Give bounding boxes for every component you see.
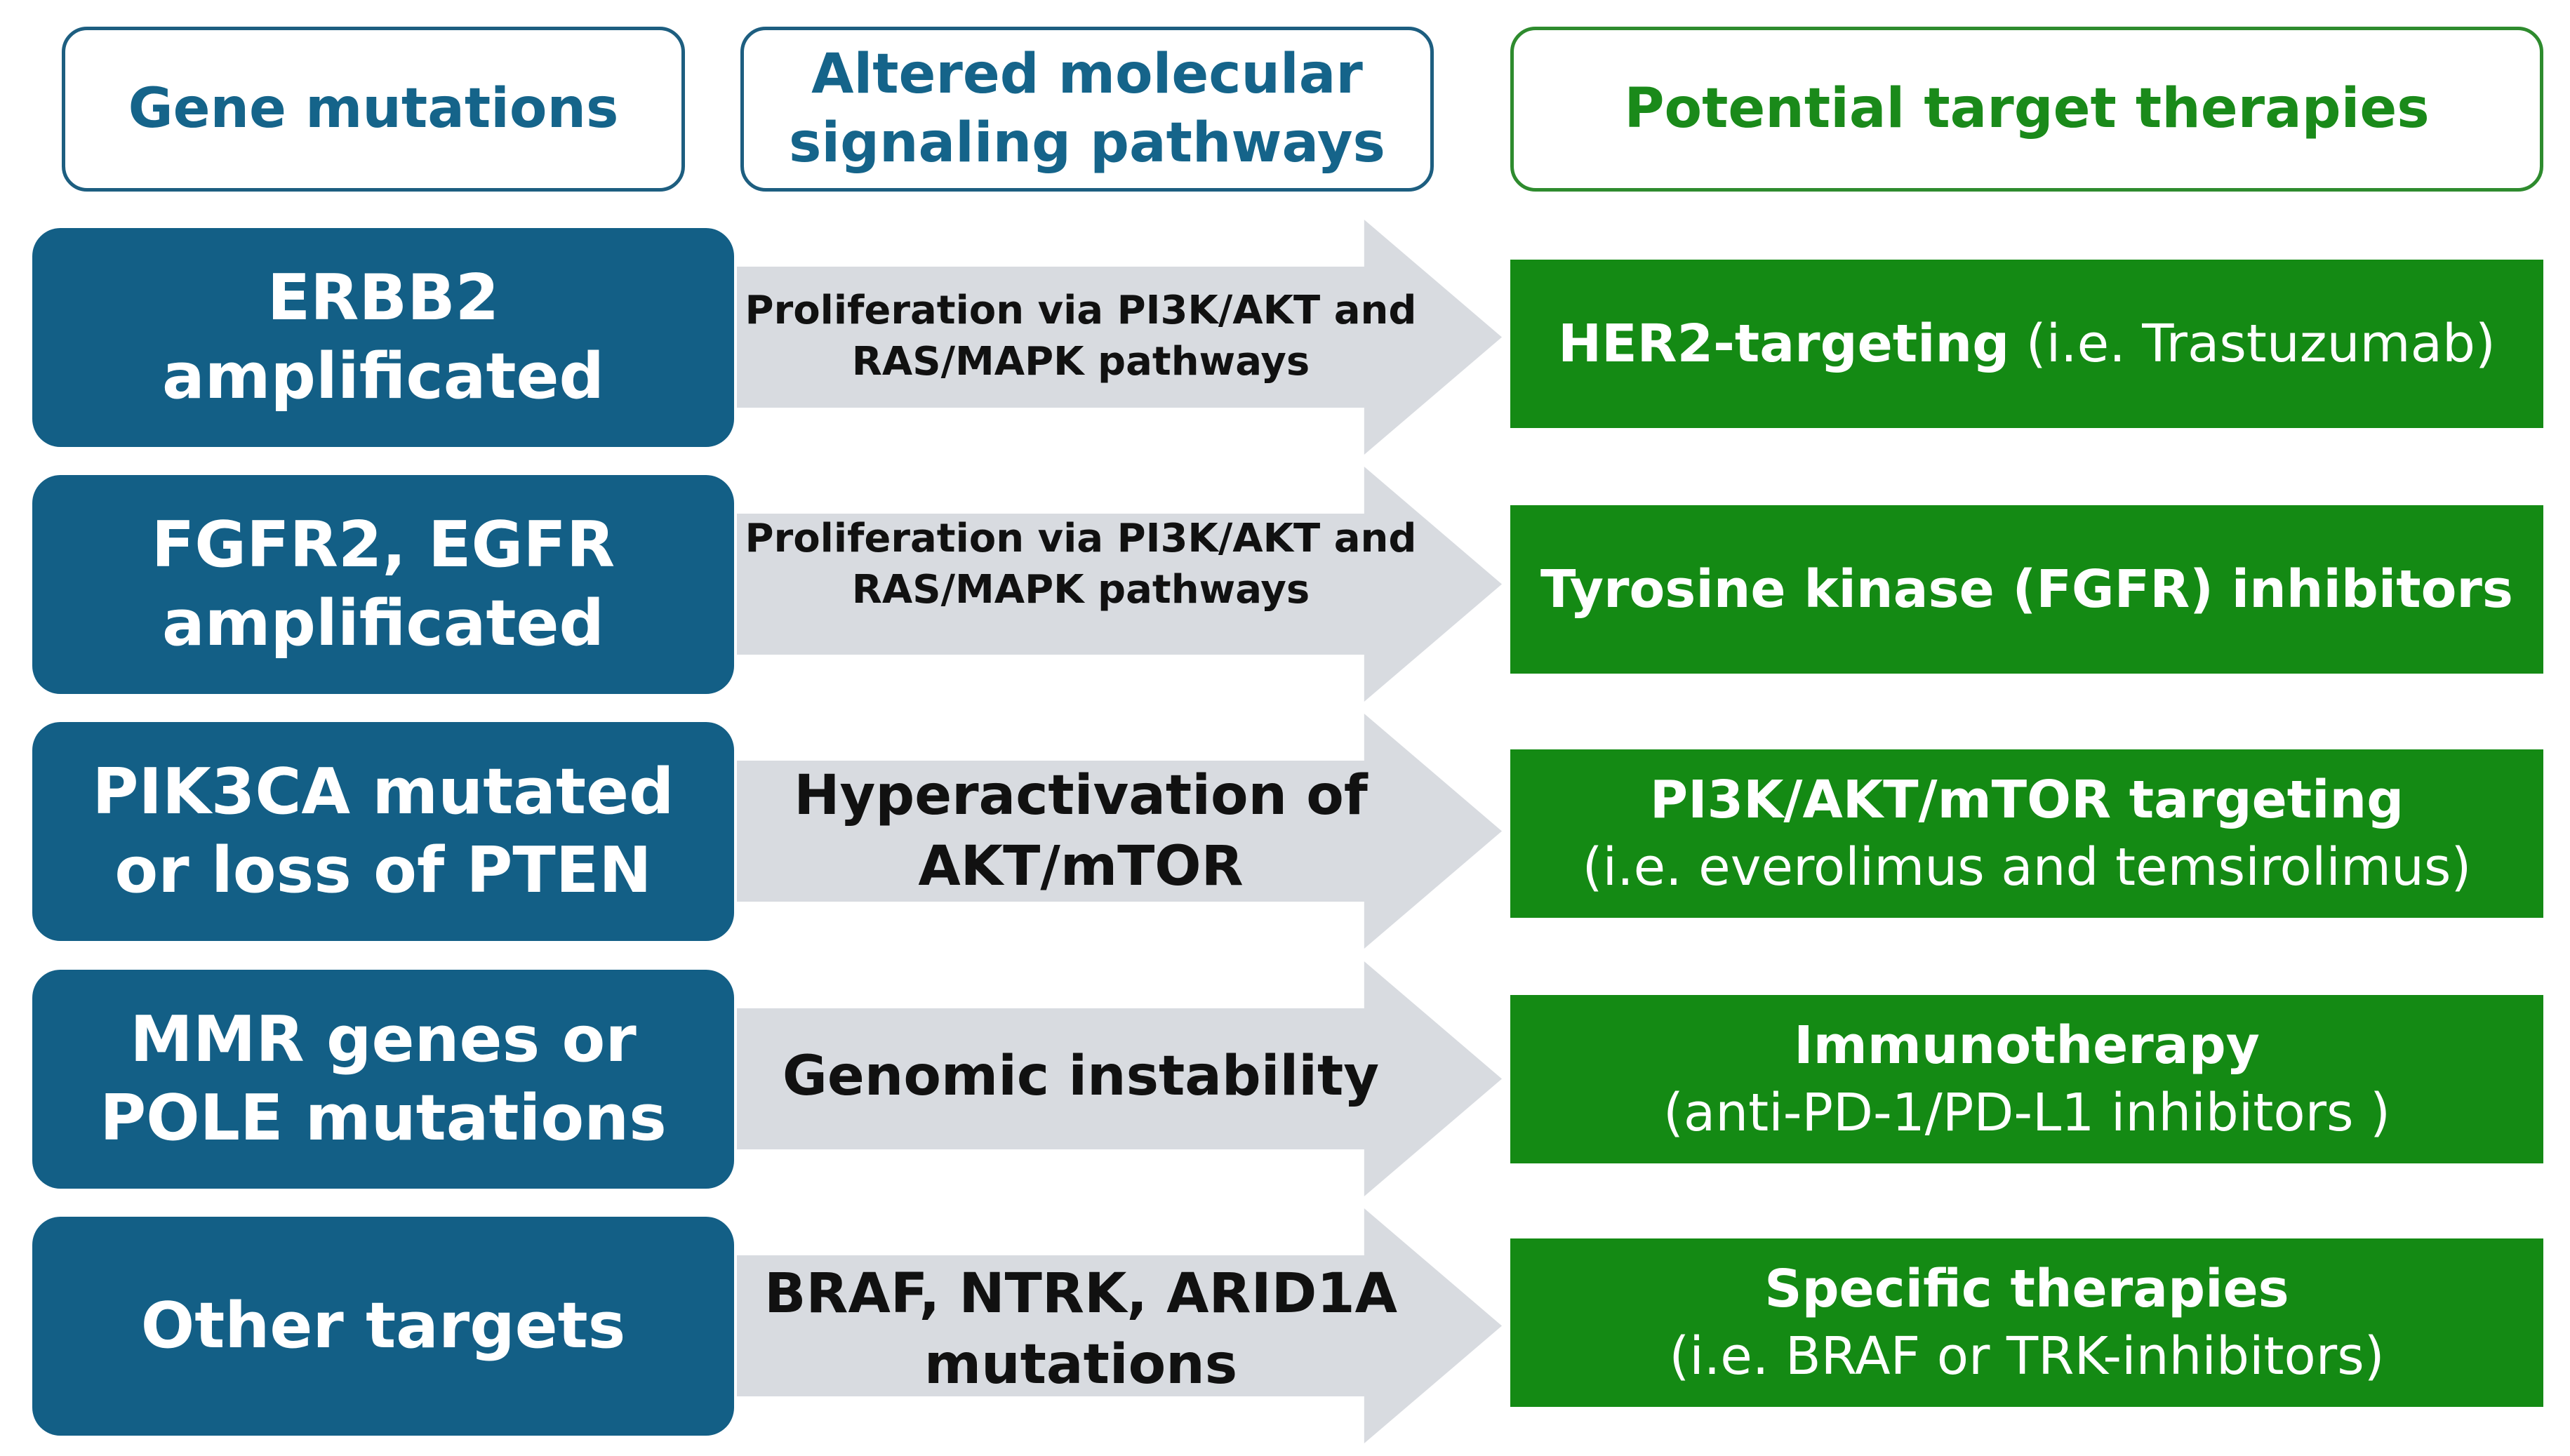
pathway-label: Genomic instability: [782, 1045, 1380, 1109]
therapy-detail: (anti-PD-1/PD-L1 inhibitors ): [1663, 1083, 2390, 1143]
therapy-box: Immunotherapy (anti-PD-1/PD-L1 inhibitors…: [1510, 995, 2543, 1163]
therapy-name: PI3K/AKT/mTOR targeting: [1649, 769, 2404, 830]
pathway-label: BRAF, NTRK, ARID1A mutations: [764, 1262, 1398, 1396]
header-target-therapies-label: Potential target therapies: [1624, 76, 2430, 140]
gene-label: Other targets: [140, 1288, 626, 1363]
pathway-label: Proliferation via PI3K/AKT and RAS/MAPK …: [745, 516, 1417, 613]
therapy-name: HER2-targeting: [1558, 313, 2010, 374]
therapy-name: Immunotherapy: [1794, 1015, 2260, 1076]
header-signaling-pathways-label: Altered molecular signaling pathways: [788, 43, 1385, 175]
gene-box: PIK3CA mutated or loss of PTEN: [32, 722, 734, 941]
therapy-box: PI3K/AKT/mTOR targeting (i.e. everolimus …: [1510, 749, 2543, 918]
therapy-detail: (i.e. Trastuzumab): [2009, 313, 2496, 374]
therapy-box: HER2-targeting (i.e. Trastuzumab): [1510, 260, 2543, 428]
therapy-detail: (i.e. everolimus and temsirolimus): [1582, 837, 2472, 897]
header-target-therapies: Potential target therapies: [1510, 27, 2543, 192]
gene-label: MMR genes or POLE mutations: [100, 1002, 667, 1156]
therapy-name: Tyrosine kinase (FGFR) inhibitors: [1540, 559, 2513, 620]
gene-label: ERBB2 amplificated: [162, 260, 604, 414]
gene-label: FGFR2, EGFR amplificated: [151, 507, 615, 661]
gene-box: MMR genes or POLE mutations: [32, 970, 734, 1189]
gene-box: ERBB2 amplificated: [32, 228, 734, 447]
header-gene-mutations: Gene mutations: [62, 27, 685, 192]
therapy-detail: (i.e. BRAF or TRK-inhibitors): [1669, 1326, 2385, 1387]
pathway-label: Proliferation via PI3K/AKT and RAS/MAPK …: [745, 288, 1417, 385]
therapy-name: Specific therapies: [1764, 1258, 2289, 1319]
therapy-box: Tyrosine kinase (FGFR) inhibitors: [1510, 505, 2543, 674]
therapy-box: Specific therapies (i.e. BRAF or TRK-inhi…: [1510, 1238, 2543, 1407]
gene-label: PIK3CA mutated or loss of PTEN: [92, 754, 674, 908]
header-gene-mutations-label: Gene mutations: [128, 76, 619, 140]
pathway-label: Hyperactivation of AKT/mTOR: [794, 763, 1368, 898]
header-signaling-pathways: Altered molecular signaling pathways: [740, 27, 1434, 192]
gene-box: FGFR2, EGFR amplificated: [32, 475, 734, 694]
gene-box: Other targets: [32, 1217, 734, 1436]
